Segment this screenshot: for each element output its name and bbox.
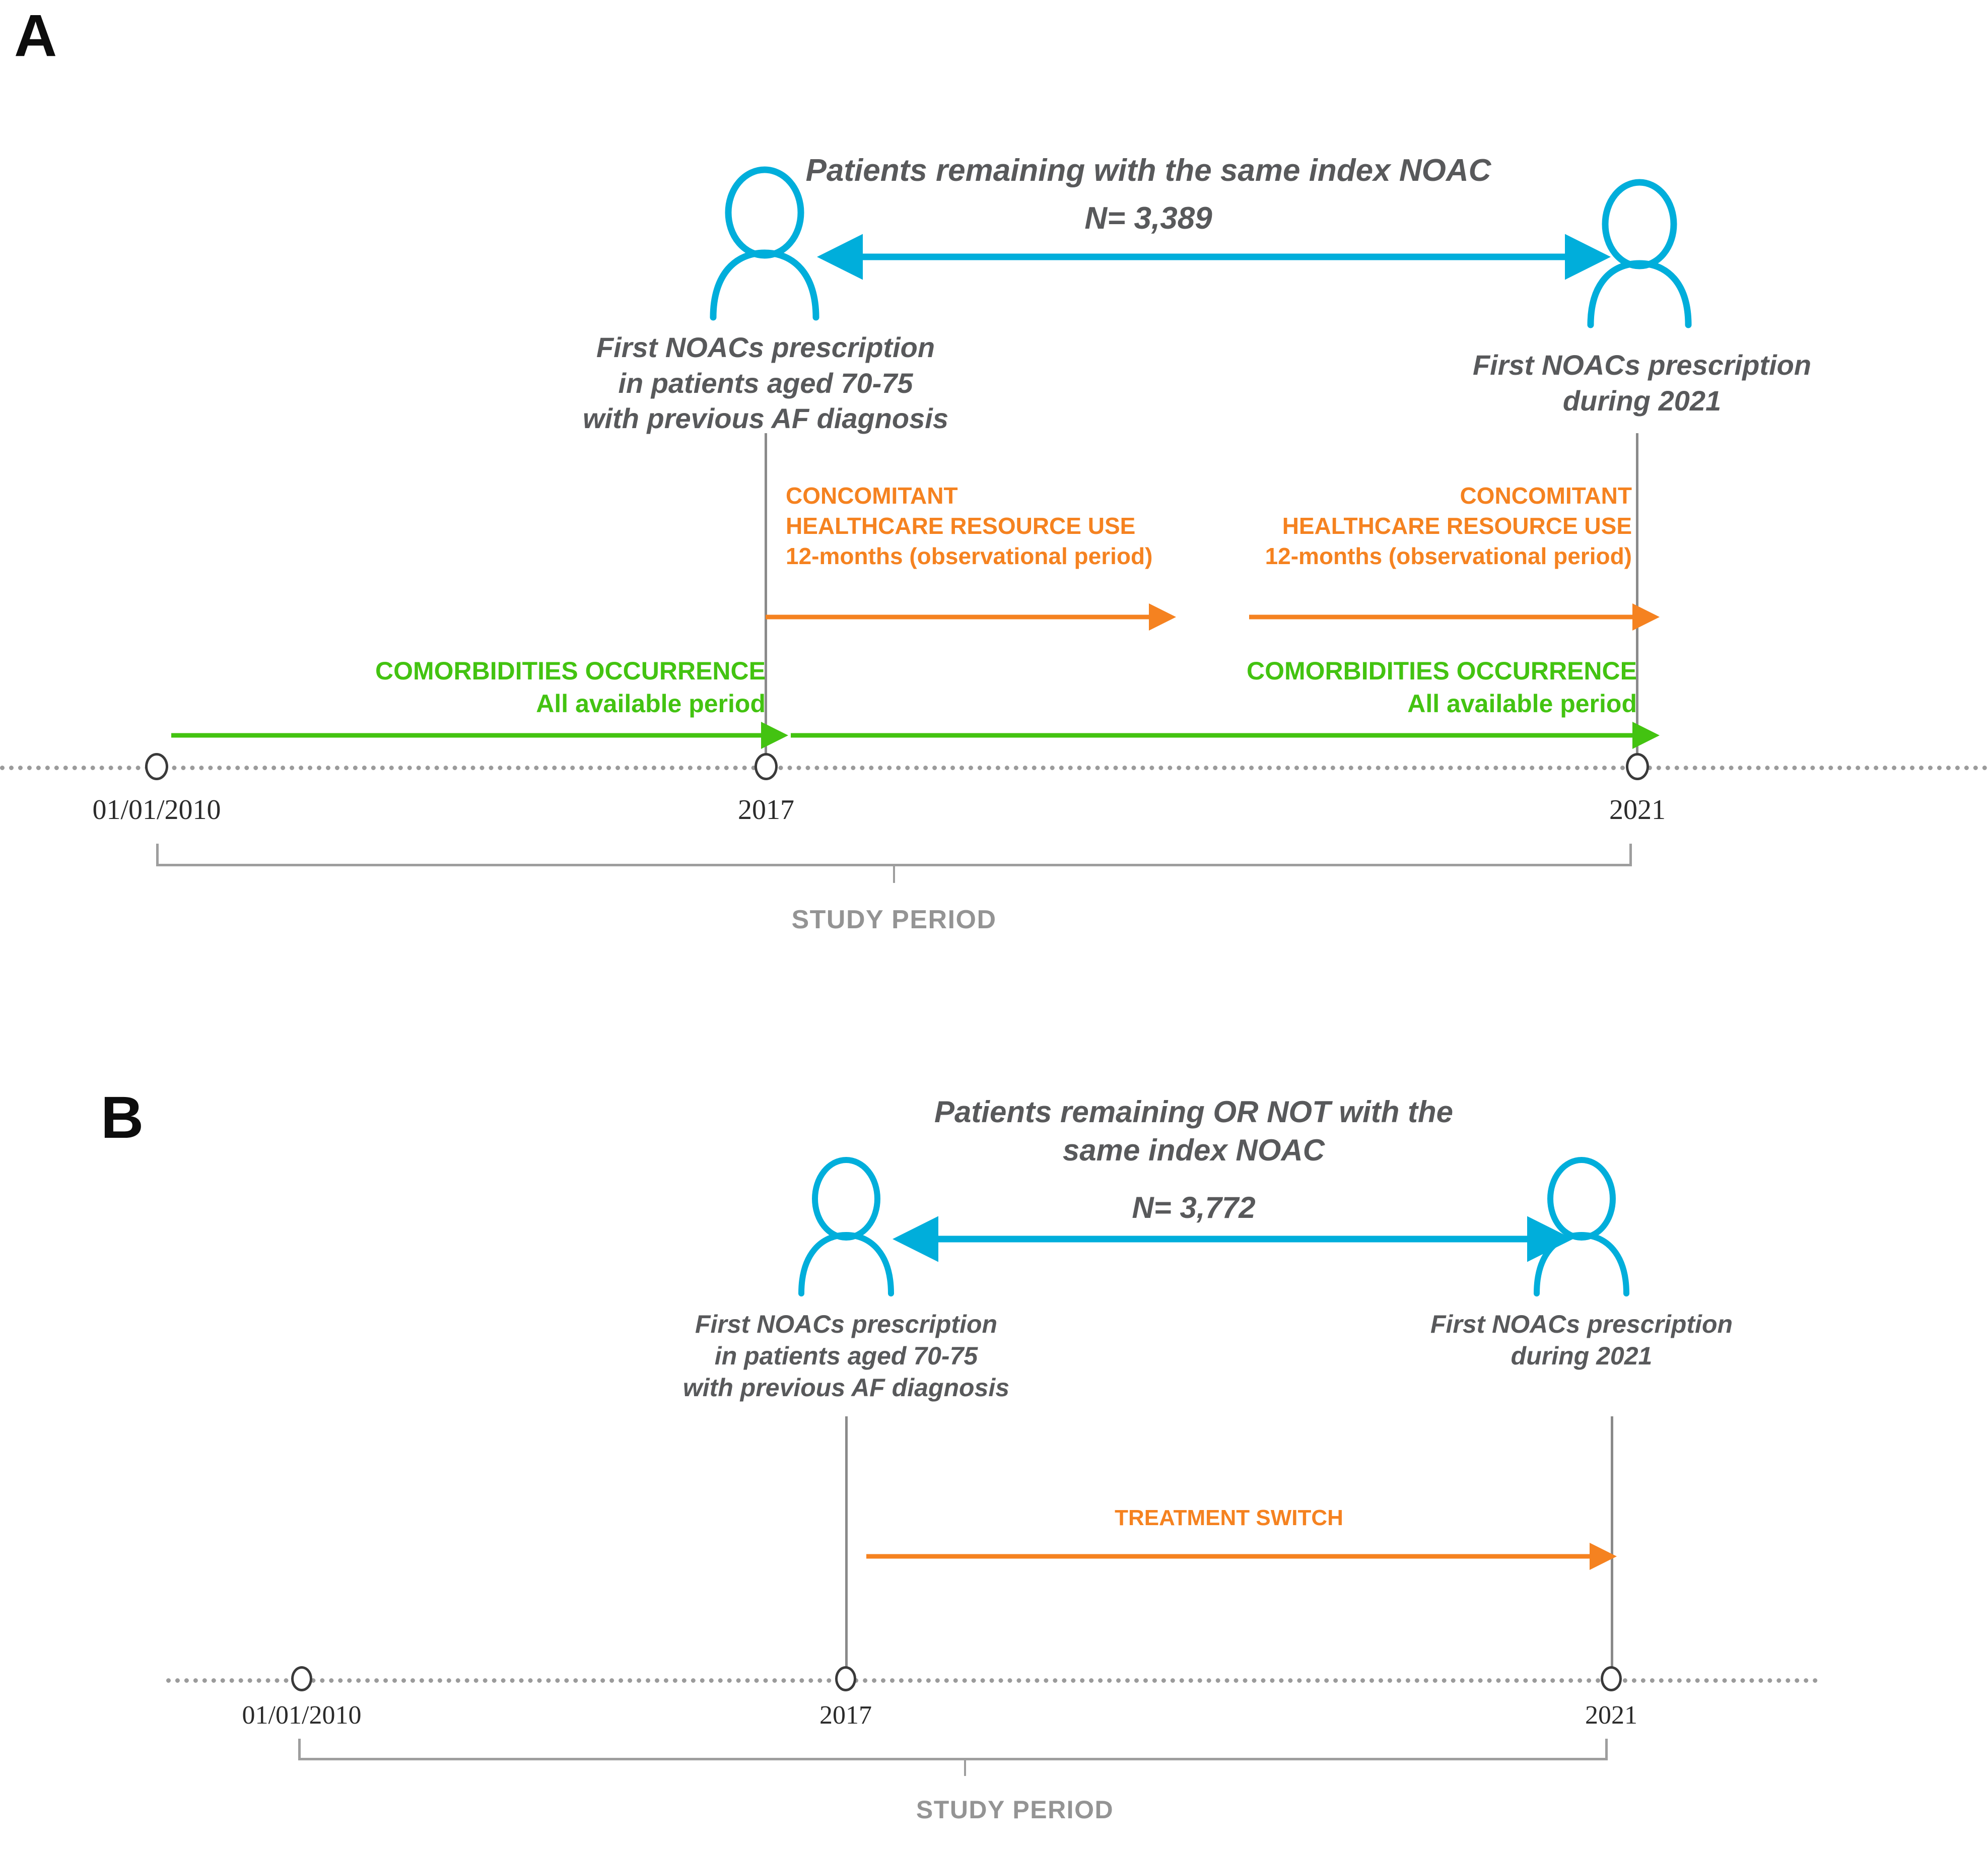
panel-a-right-caption: First NOACs prescription during 2021 xyxy=(1472,349,1812,417)
orange-arrow-right xyxy=(766,603,1176,631)
axis-tick-2010 xyxy=(145,753,168,780)
panel-a-orange-right-label: CONCOMITANT HEALTHCARE RESOURCE USE 12-m… xyxy=(1265,483,1632,569)
panel-a-headline: Patients remaining with the same index N… xyxy=(805,153,1491,188)
axis-label-2017: 2017 xyxy=(738,794,794,826)
timeline-axis-b xyxy=(166,1678,1818,1683)
index-line-2017 xyxy=(765,433,767,766)
axis-tick-2021 xyxy=(1626,753,1649,780)
orange-arrow-left xyxy=(1249,603,1660,631)
axis-label-2010: 01/01/2010 xyxy=(242,1701,362,1730)
study-period-label-b: STUDY PERIOD xyxy=(916,1796,1114,1824)
cyan-double-arrow xyxy=(893,1216,1573,1262)
axis-tick-2021 xyxy=(1601,1666,1622,1691)
axis-tick-2017 xyxy=(755,753,778,780)
panel-b-left-caption: First NOACs prescription in patients age… xyxy=(682,1310,1010,1402)
axis-label-2021: 2021 xyxy=(1609,794,1666,826)
panel-b-letter: B xyxy=(101,1084,144,1151)
person-outline-icon xyxy=(1529,1157,1634,1296)
axis-label-2010: 01/01/2010 xyxy=(92,794,221,826)
timeline-axis-a xyxy=(0,766,1988,770)
green-arrow-left-2 xyxy=(791,722,1660,749)
person-outline-icon xyxy=(793,1157,899,1296)
panel-b-headline: Patients remaining OR NOT with the same … xyxy=(934,1095,1454,1167)
axis-tick-2017 xyxy=(835,1666,856,1691)
panel-b-orange-label: TREATMENT SWITCH xyxy=(1115,1505,1343,1530)
panel-a-letter: A xyxy=(14,3,57,69)
panel-a-orange-left-label: CONCOMITANT HEALTHCARE RESOURCE USE 12-m… xyxy=(786,483,1153,569)
panel-a: A Patients remaining with the same index… xyxy=(0,3,1988,934)
person-outline-icon xyxy=(1582,179,1697,328)
axis-tick-2010 xyxy=(291,1666,312,1691)
index-line-2017 xyxy=(845,1416,848,1678)
panel-a-green-left-label: COMORBIDITIES OCCURRENCE All available p… xyxy=(375,657,766,718)
orange-arrow-right xyxy=(866,1543,1617,1570)
axis-label-2017: 2017 xyxy=(819,1701,872,1730)
panel-a-green-right-label: COMORBIDITIES OCCURRENCE All available p… xyxy=(1246,657,1637,718)
person-outline-icon xyxy=(704,166,825,321)
study-period-label-a: STUDY PERIOD xyxy=(791,905,997,934)
panel-b-right-caption: First NOACs prescription during 2021 xyxy=(1430,1310,1733,1370)
panel-b: B Patients remaining OR NOT with the sam… xyxy=(0,997,1988,1849)
panel-a-left-caption: First NOACs prescription in patients age… xyxy=(582,331,948,435)
panel-a-n-label: N= 3,389 xyxy=(1084,201,1212,236)
axis-label-2021: 2021 xyxy=(1585,1701,1637,1730)
cyan-double-arrow xyxy=(817,234,1611,280)
green-arrow-left-1 xyxy=(171,722,788,749)
index-line-2021 xyxy=(1636,433,1638,766)
